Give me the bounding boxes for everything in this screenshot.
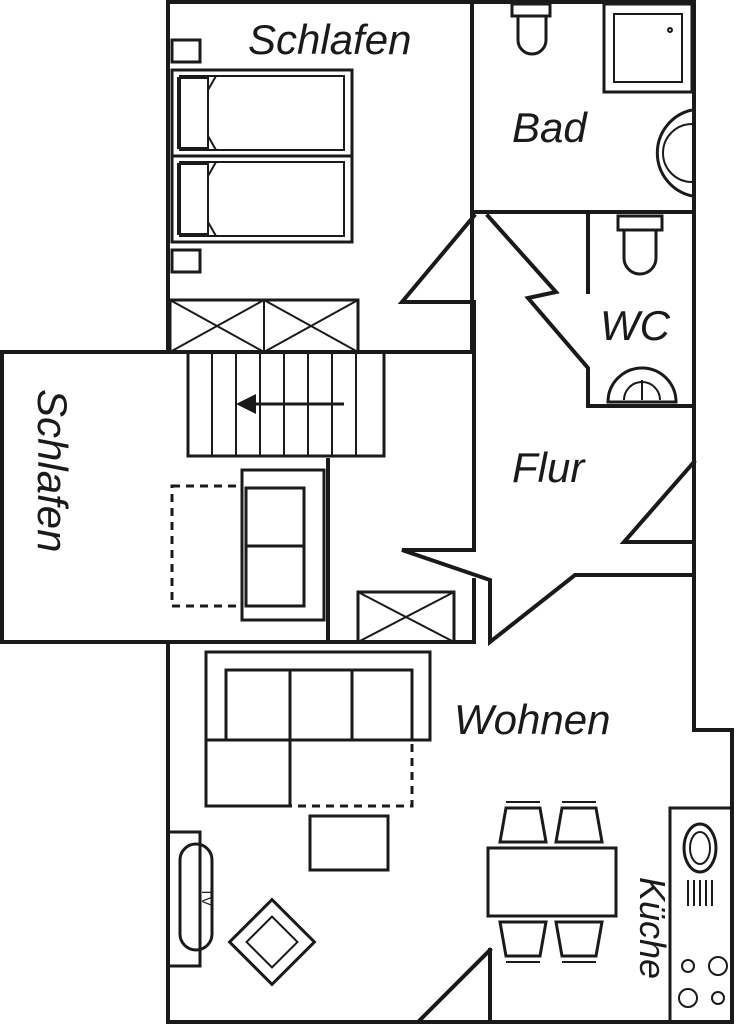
armchair-seat	[245, 915, 299, 969]
room-label-kueche: Küche	[632, 877, 673, 979]
toilet-tank-bath	[510, 2, 552, 18]
kitchen-counter-box	[668, 806, 734, 1024]
interior-walls	[166, 0, 697, 1024]
stair-arrow-icon	[236, 394, 256, 414]
tv-label: TV	[199, 888, 215, 907]
dining-set	[486, 801, 618, 963]
washbasin-wc	[606, 366, 678, 404]
bed-frame-lower	[170, 154, 354, 244]
room-label-schlafen-left: Schlafen	[29, 389, 76, 552]
armchair-outer	[227, 897, 317, 987]
shower-tray-inner	[613, 13, 683, 83]
washbasin-bath	[655, 108, 693, 198]
stove-burner-3-icon	[678, 988, 698, 1008]
twin-beds	[170, 38, 354, 274]
sofa-cushion-2	[288, 668, 354, 742]
living-furniture: TV	[166, 650, 432, 987]
toilet-bowl-bath	[516, 16, 548, 56]
sofa-seat-extended	[290, 738, 414, 808]
wardrobe-cross-2b	[263, 299, 359, 353]
wc-fixtures	[606, 214, 678, 404]
bed-pillow-lower	[177, 163, 209, 235]
bed-mattress-upper	[179, 75, 345, 151]
bed-frame-upper	[170, 68, 354, 158]
hall-closet-cross-b	[357, 591, 455, 643]
bed-pillow-upper	[177, 77, 209, 149]
washbasin-bowl-bath	[662, 123, 693, 183]
stove-burner-1-icon	[681, 959, 695, 973]
room-labels: Schlafen Bad WC Schlafen Flur Wohnen Küc…	[29, 16, 673, 979]
bed-mattress-lower	[179, 161, 345, 237]
kitchen-counter	[668, 806, 734, 1024]
tv-unit	[178, 842, 214, 952]
sofa-back	[204, 650, 432, 742]
room-label-schlafen-top: Schlafen	[248, 16, 411, 63]
room-label-wc: WC	[600, 302, 671, 349]
drainboard-icon	[687, 880, 713, 906]
room-label-flur: Flur	[512, 444, 586, 491]
sink-icon	[682, 822, 718, 874]
sofa-bed-cushion-bottom	[244, 544, 306, 608]
bathroom-fixtures	[510, 2, 694, 198]
stove-burner-2-icon	[708, 956, 728, 976]
room-label-wohnen: Wohnen	[454, 696, 610, 743]
wardrobe-cross-1b	[169, 299, 265, 353]
room-label-bad: Bad	[512, 104, 588, 151]
sofa-bed-extended	[170, 484, 244, 608]
coffee-table	[308, 814, 390, 872]
stove-burner-4-icon	[711, 991, 725, 1005]
hall-closet-box	[356, 590, 456, 644]
sofa-cushion-1	[224, 668, 292, 742]
sink-inner	[689, 831, 711, 865]
dining-chair-4	[554, 920, 604, 958]
sofa-seat-left	[204, 738, 292, 808]
wc-walls	[485, 213, 696, 408]
dining-chair-1	[498, 806, 548, 844]
left-bedroom-furniture	[170, 468, 326, 622]
bed-blanket-lower	[207, 161, 217, 237]
sofa-cushion-3	[350, 668, 414, 742]
nightstand-top	[170, 38, 202, 64]
wardrobe	[168, 298, 360, 354]
stair-outline	[186, 350, 386, 458]
dining-chair-3	[498, 920, 548, 958]
nightstand-bottom	[170, 248, 202, 274]
bed-blanket-upper	[207, 75, 217, 151]
toilet-bowl-wc	[622, 230, 658, 276]
tv-cabinet	[166, 830, 202, 968]
shower-drain	[667, 27, 673, 33]
dining-chair-2	[554, 806, 604, 844]
hallway-outline	[397, 213, 697, 647]
sofa-bed-cushion-top	[244, 486, 306, 548]
wall-kitchen-diagonal	[415, 947, 493, 1024]
toilet-tank-wc	[616, 214, 664, 232]
dining-table	[486, 846, 618, 918]
staircase	[186, 350, 386, 458]
hall-closet	[356, 590, 456, 644]
shower-tray-outer	[602, 2, 694, 94]
